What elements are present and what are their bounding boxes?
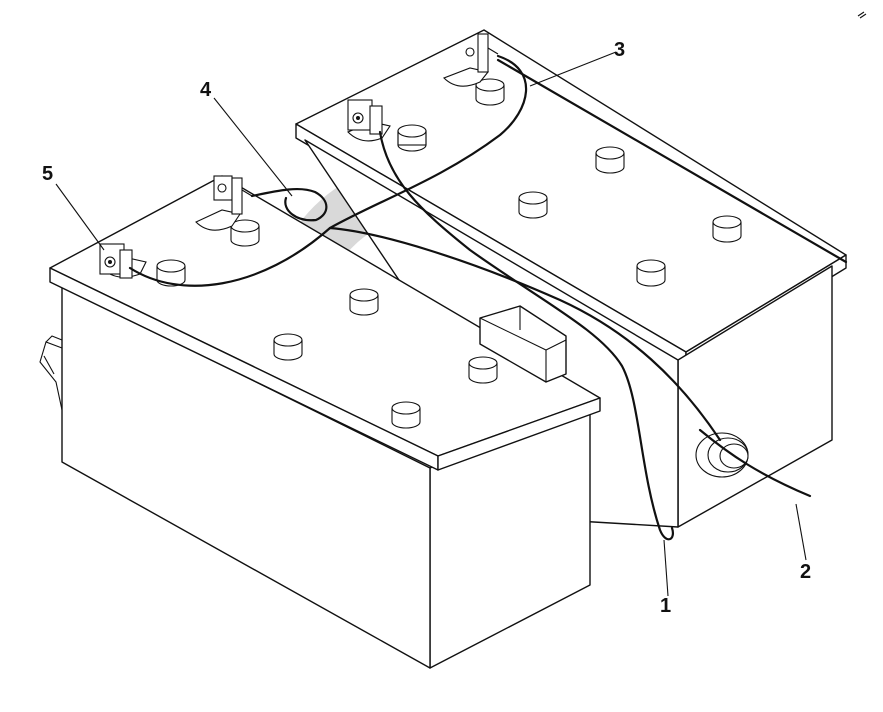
callout-3: 3 — [614, 39, 625, 61]
front-battery-top-right-edge — [437, 397, 601, 471]
leader-line-4 — [213, 97, 293, 197]
callout-5: 5 — [42, 163, 53, 185]
cell-cap — [230, 219, 260, 247]
cell-cap — [595, 146, 625, 174]
leader-line-3 — [529, 51, 617, 87]
cable-grommet — [695, 432, 749, 478]
rear-battery-cell-caps — [397, 78, 742, 287]
cables — [128, 54, 848, 541]
cable-clamp-block — [479, 305, 567, 383]
leader-line-5 — [55, 183, 105, 251]
leader-line-2 — [795, 503, 807, 561]
front-battery-terminal-positive — [195, 175, 253, 231]
cell-cap — [712, 215, 742, 243]
callout-leaders — [55, 51, 807, 597]
corner-mark — [857, 11, 867, 19]
cell-cap — [273, 333, 303, 361]
cell-cap — [391, 401, 421, 429]
cell-cap — [475, 78, 505, 106]
front-battery — [39, 175, 601, 669]
front-battery-handle — [39, 335, 63, 411]
cell-cap — [349, 288, 379, 316]
cell-cap — [518, 191, 548, 219]
rear-battery-terminal-positive — [443, 33, 499, 87]
leader-line-1 — [663, 539, 669, 597]
callout-1: 1 — [660, 595, 671, 617]
cell-cap — [636, 259, 666, 287]
front-battery-cell-caps — [156, 219, 498, 429]
cable-4-link — [250, 187, 328, 222]
callout-4: 4 — [200, 79, 212, 101]
cell-cap — [397, 124, 427, 152]
front-battery-terminal-negative — [99, 243, 147, 279]
cable-3-positive — [328, 54, 528, 230]
rear-battery-terminal-negative — [347, 99, 391, 142]
callout-labels: 1 2 3 4 5 — [42, 39, 811, 617]
cell-cap — [468, 356, 498, 384]
cable-main-positive — [496, 58, 848, 264]
cell-cap — [156, 259, 186, 287]
cable-5-negative — [128, 226, 722, 442]
callout-2: 2 — [800, 561, 811, 583]
cable-2-main — [698, 428, 812, 498]
cable-1-ground — [378, 130, 674, 541]
